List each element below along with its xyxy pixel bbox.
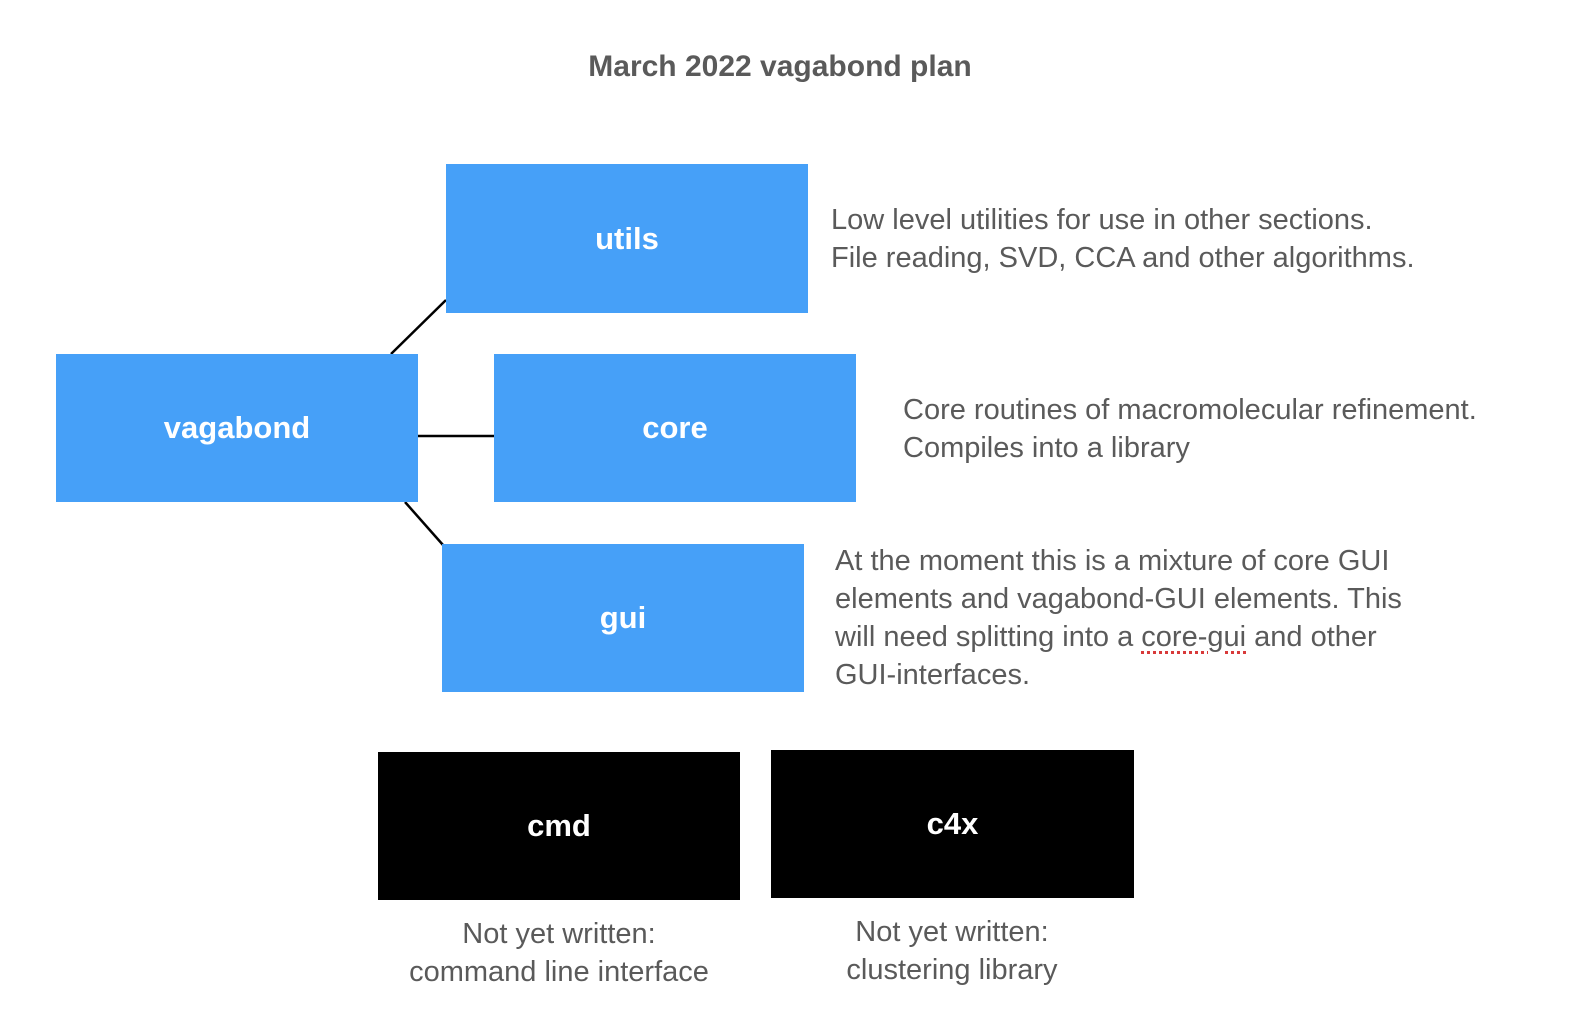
diagram-title: March 2022 vagabond plan — [588, 50, 972, 83]
node-core-label: core — [642, 410, 708, 445]
node-cmd-label: cmd — [527, 808, 591, 843]
c4x-caption-line: clustering library — [846, 954, 1058, 986]
utils-description-line: File reading, SVD, CCA and other algorit… — [831, 242, 1415, 274]
node-core: core — [494, 354, 856, 502]
node-cmd: cmd — [378, 752, 740, 900]
c4x-caption-line: Not yet written: — [855, 916, 1049, 948]
gui-description-text: will need splitting into a — [835, 621, 1142, 653]
gui-description-line: will need splitting into a core-gui and … — [835, 618, 1402, 656]
node-vagabond-label: vagabond — [163, 410, 311, 445]
node-c4x-label: c4x — [926, 806, 979, 841]
cmd-caption: Not yet written: command line interface — [358, 915, 760, 991]
cmd-caption-line: Not yet written: — [462, 918, 656, 950]
gui-description-line: GUI-interfaces. — [835, 659, 1030, 691]
cmd-caption-line: command line interface — [409, 956, 709, 988]
gui-description-line: elements and vagabond-GUI elements. This — [835, 583, 1402, 615]
node-gui-label: gui — [599, 600, 647, 635]
gui-description-text: and other — [1246, 621, 1377, 653]
gui-description-line: At the moment this is a mixture of core … — [835, 545, 1390, 577]
utils-description-line: Low level utilities for use in other sec… — [831, 204, 1373, 236]
core-description: Core routines of macromolecular refineme… — [903, 391, 1477, 467]
node-utils: utils — [446, 164, 808, 313]
node-c4x: c4x — [771, 750, 1134, 898]
connector-vagabond-utils — [390, 299, 447, 355]
spellcheck-flagged-word: core-gui — [1141, 621, 1247, 653]
utils-description: Low level utilities for use in other sec… — [831, 201, 1415, 277]
c4x-caption: Not yet written: clustering library — [752, 913, 1152, 989]
connector-vagabond-gui — [404, 501, 444, 546]
node-utils-label: utils — [595, 220, 659, 256]
core-description-line: Compiles into a library — [903, 432, 1190, 464]
node-vagabond: vagabond — [56, 354, 418, 502]
node-gui: gui — [442, 544, 804, 692]
gui-description: At the moment this is a mixture of core … — [835, 542, 1402, 694]
core-description-line: Core routines of macromolecular refineme… — [903, 394, 1477, 426]
